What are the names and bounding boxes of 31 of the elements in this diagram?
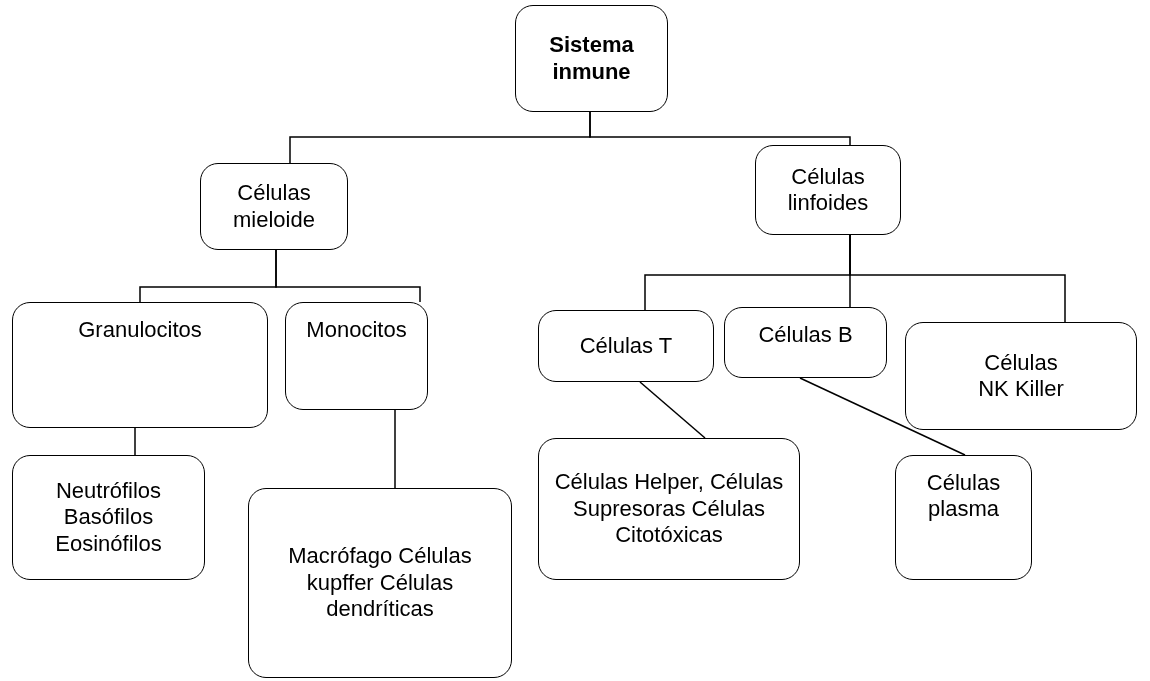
node-label: Células mieloide [232, 180, 316, 233]
node-label: Células Helper, Células Supresoras Células Citotóxicas [553, 469, 785, 549]
connector-line [639, 381, 706, 439]
connector-line [134, 427, 136, 456]
rounded-box [248, 488, 512, 678]
rounded-box [724, 307, 887, 378]
node-label: Granulocitos [78, 317, 202, 344]
rounded-box [515, 5, 668, 112]
rounded-box [12, 455, 205, 580]
rounded-box [200, 163, 348, 250]
node-label: Células NK Killer [977, 349, 1065, 403]
node-label: Neutrófilos Basófilos Eosinófilos [54, 477, 163, 558]
rounded-box [895, 455, 1032, 580]
rounded-box [755, 145, 901, 235]
node-label: Células linfoides [786, 163, 870, 217]
node-label: Células B [758, 322, 853, 349]
connector-line [394, 409, 396, 489]
connector-line [589, 111, 851, 146]
connector-line [849, 234, 1066, 323]
rounded-box [285, 302, 428, 410]
node-label: Monocitos [306, 317, 407, 344]
node-label: Células T [579, 332, 673, 360]
rounded-box [12, 302, 268, 428]
rounded-box [905, 322, 1137, 430]
node-label: Macrófago Células kupffer Células dendríticas [287, 543, 473, 623]
node-label: Células plasma [925, 470, 1002, 523]
rounded-box [538, 310, 714, 382]
connector-line [275, 249, 421, 303]
node-label: Sistema inmune [548, 32, 635, 85]
connector-line [799, 377, 966, 456]
rounded-box [538, 438, 800, 580]
